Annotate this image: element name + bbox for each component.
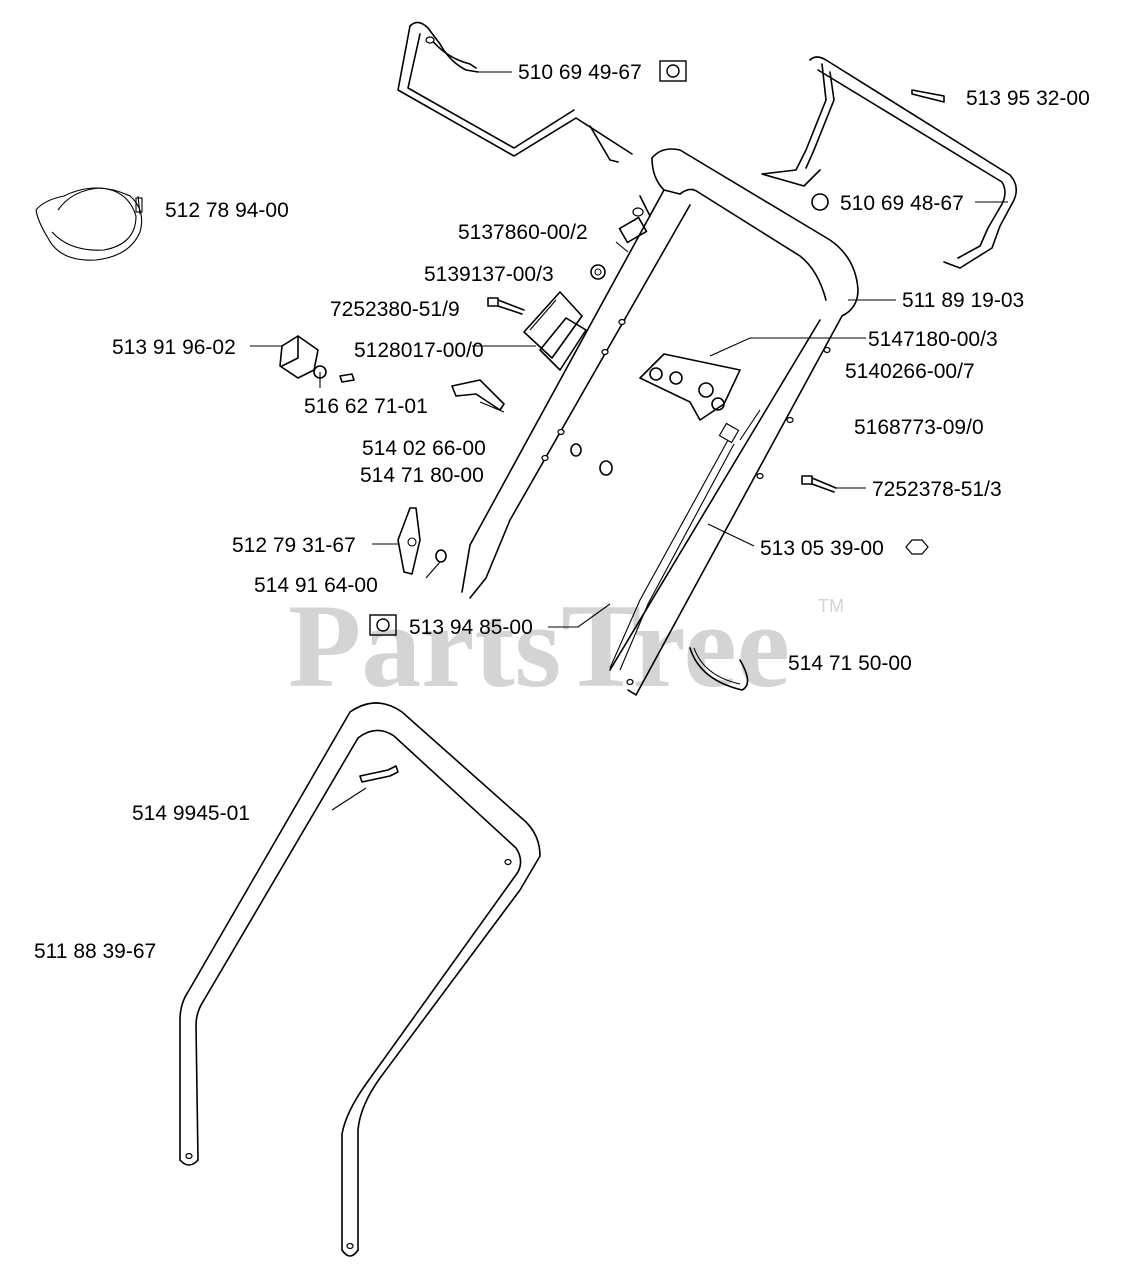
part-washers-514026600 [570,443,613,476]
watermark-trademark: TM [818,596,844,616]
label-510694967: 510 69 49-67 [518,61,642,84]
label-513953200: 513 95 32-00 [966,87,1090,110]
lower-handle-frame [179,702,541,1257]
gear-box-icon [659,60,687,82]
label-513919602: 513 91 96-02 [112,336,236,359]
part-switch-5128017 [523,291,587,371]
label-5128017: 5128017-00/0 [354,339,484,362]
label-514718000: 514 71 80-00 [360,464,484,487]
cable-coil [35,187,143,261]
label-513948500: 513 94 85-00 [409,616,533,639]
part-screw-7252380 [487,297,525,315]
label-511891903: 511 89 19-03 [902,289,1024,312]
left-control-bail [397,21,633,163]
label-514715000: 514 71 50-00 [788,652,912,675]
label-5147180: 5147180-00/3 [868,328,998,351]
control-cable [609,409,761,671]
part-bolt-5137860 [615,195,651,253]
label-514994501: 514 9945-01 [132,802,250,825]
label-5140266: 5140266-00/7 [845,360,975,383]
part-connector-513919602 [279,335,327,379]
label-7252378: 7252378-51/3 [872,478,1002,501]
label-7252380: 7252380-51/9 [330,298,460,321]
part-screw-7252378 [801,475,837,493]
part-washer-514916400 [435,549,447,563]
label-514916400: 514 91 64-00 [254,574,378,597]
part-knob-512793167 [397,507,421,575]
part-clip-514715000 [689,647,749,691]
right-control-bail [761,56,1018,269]
label-5168773: 5168773-09/0 [854,416,984,439]
label-511883967: 511 88 39-67 [34,940,156,963]
part-bracket-5147180 [639,353,741,421]
label-510694867: 510 69 48-67 [840,192,964,215]
part-lever [451,379,505,413]
label-514026600: 514 02 66-00 [362,437,486,460]
upper-handle-frame [461,148,859,696]
label-5137860: 5137860-00/2 [458,221,588,244]
part-nut-5139137 [590,264,606,280]
watermark: PartsTree [288,579,790,712]
part-516627101 [339,373,355,383]
gear-box-icon [369,614,397,636]
leader-lines [250,71,1008,811]
label-512789400: 512 78 94-00 [165,199,289,222]
hex-nut-icon [905,539,929,555]
label-513053900: 513 05 39-00 [760,537,884,560]
part-bolt-514994501 [359,765,399,783]
label-5139137: 5139137-00/3 [424,263,554,286]
label-512793167: 512 79 31-67 [232,534,356,557]
part-510694867 [811,193,829,211]
label-516627101: 516 62 71-01 [304,395,428,418]
